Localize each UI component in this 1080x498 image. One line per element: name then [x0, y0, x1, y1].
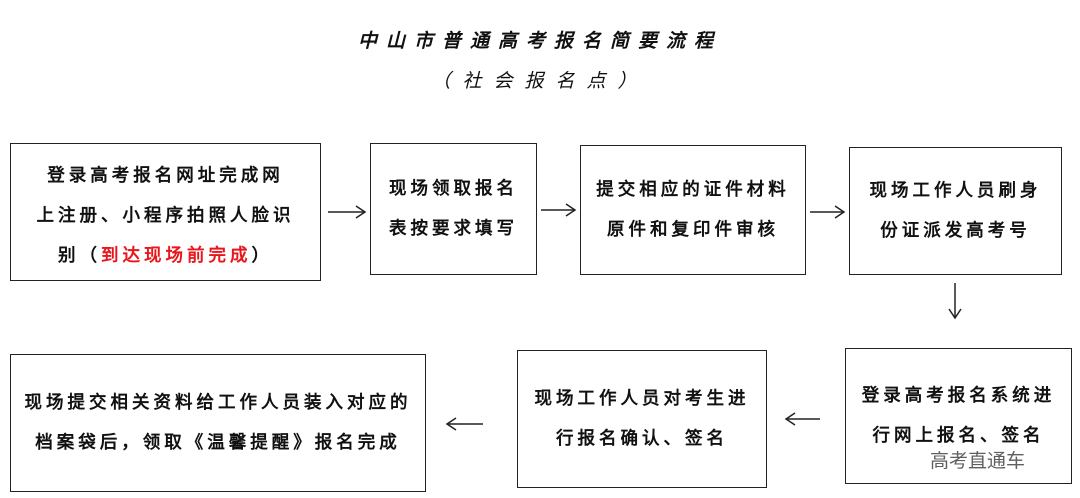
step-1-box: 登录高考报名网址完成网 上注册、小程序拍照人脸识 别（到达现场前完成） — [10, 143, 321, 281]
arrow-step5-to-step6 — [784, 412, 820, 426]
step-4-box: 现场工作人员刷身份证派发高考号 — [849, 147, 1062, 275]
step-5-text: 登录高考报名系统进行网上报名、签名 — [861, 386, 1056, 446]
arrow-step6-to-step7 — [445, 417, 483, 431]
watermark-text: 高考直通车 — [930, 450, 1026, 472]
step-1-line-3: 别（到达现场前完成） — [19, 236, 312, 276]
step-6-box: 现场工作人员对考生进行报名确认、签名 — [517, 350, 767, 488]
arrow-step3-to-step4 — [810, 205, 846, 219]
watermark: 高考直通车 — [930, 446, 1025, 473]
step-1-line-3-end: ） — [251, 246, 273, 266]
step-1-line-2: 上注册、小程序拍照人脸识 — [36, 206, 295, 226]
page-subtitle: （社会报名点） — [431, 70, 649, 92]
step-6-text: 现场工作人员对考生进行报名确认、签名 — [534, 389, 750, 449]
step-7-box: 现场提交相关资料给工作人员装入对应的档案袋后，领取《温馨提醒》报名完成 — [10, 354, 426, 492]
step-1-highlight: 到达现场前完成 — [101, 246, 252, 266]
step-5-box: 登录高考报名系统进行网上报名、签名 — [845, 348, 1072, 484]
step-7-text: 现场提交相关资料给工作人员装入对应的档案袋后，领取《温馨提醒》报名完成 — [24, 393, 412, 453]
arrow-step1-to-step2 — [328, 205, 367, 219]
step-1-line-3-start: 别（ — [58, 246, 101, 266]
arrow-step4-to-step5 — [948, 283, 962, 320]
step-2-text: 现场领取报名表按要求填写 — [389, 179, 518, 239]
step-4-text: 现场工作人员刷身份证派发高考号 — [869, 181, 1042, 241]
step-2-box: 现场领取报名表按要求填写 — [370, 143, 537, 275]
step-1-line-1: 登录高考报名网址完成网 — [47, 166, 284, 186]
step-3-box: 提交相应的证件材料原件和复印件审核 — [580, 145, 806, 275]
arrow-step2-to-step3 — [541, 203, 577, 217]
step-3-text: 提交相应的证件材料原件和复印件审核 — [596, 180, 790, 240]
page-title: 中山市普通高考报名简要流程 — [357, 30, 722, 52]
